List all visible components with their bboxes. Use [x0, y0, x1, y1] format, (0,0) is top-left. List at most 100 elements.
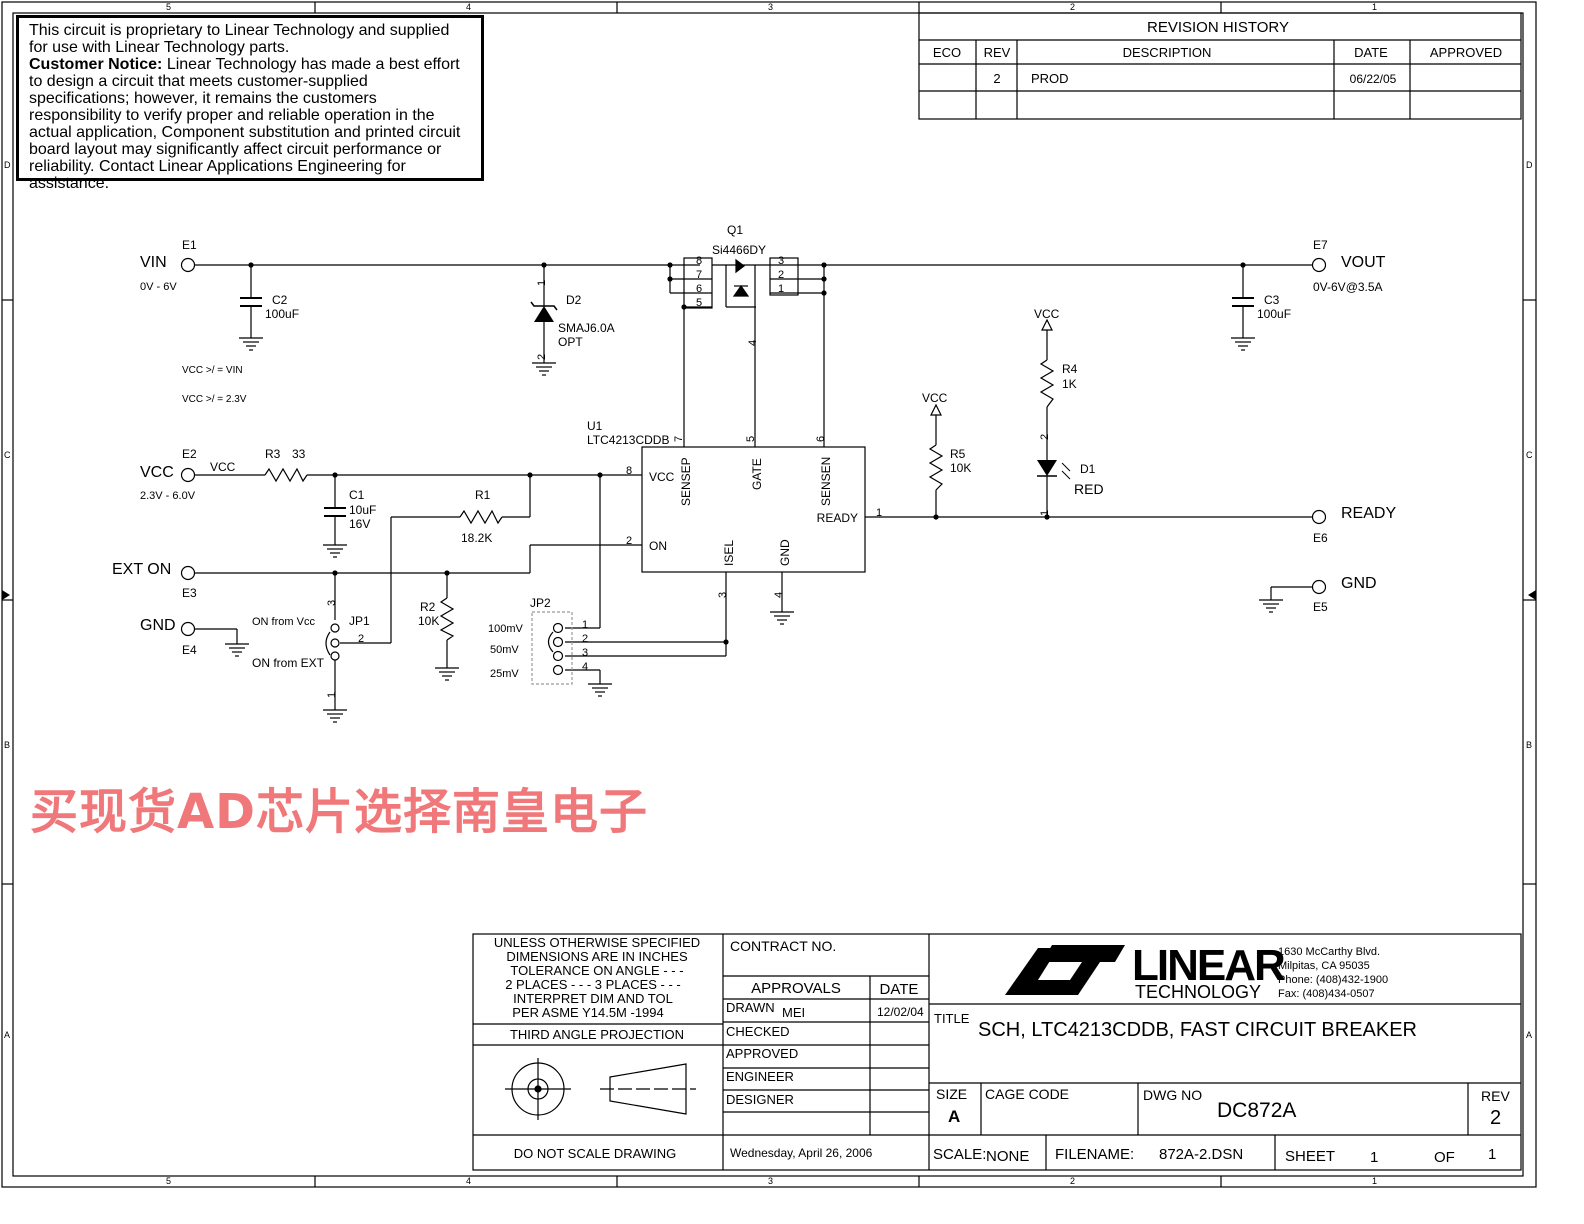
e5-label: E5 — [1313, 600, 1328, 614]
rev-header-description: DESCRIPTION — [1123, 45, 1212, 60]
gnd-e4-label: GND — [140, 617, 176, 634]
row-label-b-right: B — [1526, 740, 1532, 750]
no-scale-label: DO NOT SCALE DRAWING — [514, 1146, 677, 1161]
drawn-by: MEI — [782, 1005, 805, 1020]
r2-value: 10K — [418, 614, 439, 628]
engineer-label: ENGINEER — [726, 1069, 794, 1084]
r3-value: 33 — [292, 447, 306, 461]
on-from-vcc: ON from Vcc — [252, 616, 315, 628]
svg-text:TECHNOLOGY: TECHNOLOGY — [1135, 982, 1261, 1002]
filename-label: FILENAME: — [1055, 1146, 1134, 1163]
resistor-r3 — [264, 467, 308, 483]
pin-sensep: SENSEP — [679, 457, 693, 506]
c2-label: C2 — [272, 293, 288, 307]
revision-history-table — [918, 12, 1522, 120]
third-angle-projection-icon — [505, 1058, 696, 1120]
jp2-100mv: 100mV — [488, 623, 524, 635]
vcc-note-2: VCC >/ = 2.3V — [182, 394, 247, 405]
notice-heading: Customer Notice: — [29, 56, 163, 73]
tol-line-5: INTERPRET DIM AND TOL — [513, 991, 673, 1006]
svg-text:5: 5 — [745, 436, 757, 442]
customer-notice-box: This circuit is proprietary to Linear Te… — [16, 15, 484, 192]
q1-label: Q1 — [727, 223, 743, 237]
e1-label: E1 — [182, 238, 197, 252]
vcc-note-1: VCC >/ = VIN — [182, 365, 243, 376]
terminal-e7 — [1311, 257, 1327, 273]
resistor-r1 — [459, 509, 503, 525]
vcc-r5-label: VCC — [922, 391, 948, 405]
svg-text:8: 8 — [696, 255, 702, 267]
svg-text:2: 2 — [626, 535, 632, 547]
u1-part: LTC4213CDDB — [587, 433, 669, 447]
mosfet-q1 — [712, 258, 770, 307]
capacitor-c2 — [240, 297, 262, 307]
notice-line-1: This circuit is proprietary to Linear Te… — [29, 22, 450, 56]
svg-text:1: 1 — [536, 280, 548, 286]
terminal-e5 — [1311, 579, 1327, 595]
r1-value: 18.2K — [461, 531, 492, 545]
resistor-r2 — [439, 597, 455, 641]
r5-value: 10K — [950, 461, 971, 475]
jumper-jp2 — [531, 611, 573, 685]
svg-text:4: 4 — [773, 592, 785, 598]
designer-label: DESIGNER — [726, 1092, 794, 1107]
c3-value: 100uF — [1257, 307, 1291, 321]
watermark-text: 买现货AD芯片选择南皇电子 — [30, 784, 648, 840]
notice-body: Linear Technology has made a best effort… — [29, 56, 461, 192]
e2-label: E2 — [182, 447, 197, 461]
resistor-r5 — [928, 444, 944, 491]
projection-label: THIRD ANGLE PROJECTION — [510, 1027, 684, 1042]
ground-symbols — [224, 337, 1284, 723]
pin-isel: ISEL — [722, 540, 736, 566]
filename-value: 872A-2.DSN — [1159, 1146, 1243, 1163]
svg-text:6: 6 — [696, 283, 702, 295]
sheet-value: 1 — [1370, 1149, 1378, 1166]
jp2-25mv: 25mV — [490, 668, 519, 680]
col-label-4-bottom: 4 — [466, 1176, 471, 1186]
approvals-label: APPROVALS — [751, 980, 841, 997]
col-label-4-top: 4 — [466, 2, 471, 12]
tol-line-1: UNLESS OTHERWISE SPECIFIED — [494, 935, 700, 950]
d2-opt: OPT — [558, 335, 583, 349]
dwg-no-value: DC872A — [1217, 1099, 1296, 1122]
pin-on: ON — [649, 539, 667, 553]
d2-label: D2 — [566, 293, 582, 307]
terminal-e1 — [180, 257, 196, 273]
sheet-label: SHEET — [1285, 1148, 1335, 1165]
dwg-no-label: DWG NO — [1143, 1087, 1202, 1103]
address-line-4: Fax: (408)434-0507 — [1278, 988, 1375, 1000]
drawn-date: 12/02/04 — [877, 1005, 924, 1019]
row-label-d-right: D — [1526, 160, 1533, 170]
svg-text:1: 1 — [326, 692, 338, 698]
jp2-label: JP2 — [530, 596, 551, 610]
address-line-2: Milpitas, CA 95035 — [1278, 960, 1370, 972]
rev-header-rev: REV — [984, 45, 1011, 60]
terminal-e6 — [1311, 509, 1327, 525]
size-value: A — [948, 1107, 960, 1126]
vcc-net-label: VCC — [210, 460, 236, 474]
address-line-3: Phone: (408)432-1900 — [1278, 974, 1388, 986]
center-mark-left — [2, 590, 10, 600]
r1-label: R1 — [475, 488, 491, 502]
svg-text:8: 8 — [626, 465, 632, 477]
col-label-1-top: 1 — [1372, 2, 1377, 12]
svg-text:6: 6 — [815, 436, 827, 442]
r4-value: 1K — [1062, 377, 1077, 391]
gnd-label: GND — [1341, 575, 1377, 592]
checked-label: CHECKED — [726, 1024, 790, 1039]
vcc-r4-label: VCC — [1034, 307, 1060, 321]
rev-header-eco: ECO — [933, 45, 961, 60]
svg-text:3: 3 — [326, 600, 338, 606]
terminal-e4 — [180, 621, 196, 637]
svg-text:3: 3 — [717, 592, 729, 598]
row-label-c-left: C — [4, 450, 11, 460]
led-d1 — [1037, 460, 1071, 480]
address-line-1: 1630 McCarthy Blvd. — [1278, 946, 1380, 958]
r5-label: R5 — [950, 447, 966, 461]
jumper-jp1 — [325, 623, 340, 661]
contract-label: CONTRACT NO. — [730, 938, 836, 954]
on-from-ext: ON from EXT — [252, 656, 325, 670]
row-label-a-right: A — [1526, 1030, 1532, 1040]
tvs-diode-d2 — [530, 301, 558, 322]
